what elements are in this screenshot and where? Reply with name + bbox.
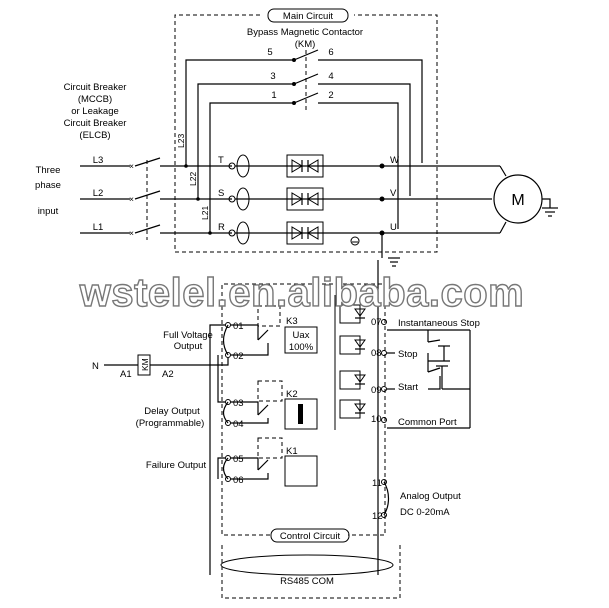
svg-text:(Programmable): (Programmable) (136, 418, 205, 429)
svg-text:KM: KM (140, 358, 150, 371)
rs485-block: RS485 COM (220, 545, 401, 599)
stop-label: Stop (398, 349, 418, 360)
svg-text:S: S (218, 188, 224, 199)
svg-text:01: 01 (233, 321, 244, 332)
svg-text:100%: 100% (289, 342, 314, 353)
svg-text:2: 2 (328, 90, 333, 101)
control-circuit-box: Control Circuit (221, 283, 386, 543)
svg-text:×: × (129, 161, 134, 171)
svg-text:08: 08 (371, 348, 382, 359)
start-label: Start (398, 382, 418, 393)
svg-text:05: 05 (233, 454, 244, 465)
phase-l3: L3 (93, 155, 104, 166)
main-circuit-title: Main Circuit (283, 11, 334, 22)
power-stage: T S R (218, 154, 507, 267)
svg-text:Circuit Breaker: Circuit Breaker (64, 118, 127, 129)
rs485-label: RS485 COM (280, 576, 334, 587)
svg-text:03: 03 (233, 398, 244, 409)
svg-text:K3: K3 (286, 316, 298, 327)
svg-text:(MCCB): (MCCB) (78, 94, 112, 105)
svg-text:K1: K1 (286, 446, 298, 457)
svg-text:11: 11 (372, 478, 382, 489)
breaker-label: Circuit Breaker (64, 82, 127, 93)
svg-text:×: × (129, 228, 134, 238)
svg-text:1: 1 (271, 90, 276, 101)
phase-l2: L2 (93, 188, 104, 199)
delay-output-label: Delay Output (144, 406, 200, 417)
svg-text:K2: K2 (286, 389, 298, 400)
svg-text:input: input (38, 206, 59, 217)
bypass-coil: N A1 A2 KM (92, 354, 229, 380)
full-voltage-label: Full Voltage (163, 330, 213, 341)
svg-text:DC 0-20mA: DC 0-20mA (400, 507, 450, 518)
relay-outputs: Full Voltage Output Delay Output (Progra… (136, 305, 318, 575)
contactor-code: (KM) (295, 39, 316, 50)
control-circuit-title: Control Circuit (280, 531, 341, 542)
svg-text:10: 10 (371, 414, 382, 425)
svg-text:6: 6 (328, 47, 333, 58)
analog-output: 11 12 Analog Output DC 0-20mA (372, 260, 461, 575)
svg-text:02: 02 (233, 351, 244, 362)
svg-text:L23: L23 (176, 134, 186, 148)
svg-text:06: 06 (233, 475, 244, 486)
motor: M (493, 174, 558, 224)
svg-text:4: 4 (328, 71, 333, 82)
svg-text:T: T (218, 155, 224, 166)
watermark: wstelel.en.alibaba.com (79, 271, 525, 315)
svg-text:R: R (218, 222, 225, 233)
failure-output-label: Failure Output (146, 460, 207, 471)
svg-text:A2: A2 (162, 369, 174, 380)
svg-text:N: N (92, 361, 99, 372)
svg-text:3: 3 (270, 71, 275, 82)
svg-text:09: 09 (371, 385, 382, 396)
svg-text:or Leakage: or Leakage (71, 106, 119, 117)
svg-text:12: 12 (372, 511, 383, 522)
svg-text:V: V (390, 188, 397, 199)
phase-l1: L1 (93, 222, 104, 233)
svg-text:Output: Output (174, 341, 203, 352)
svg-text:W: W (390, 155, 399, 166)
svg-text:L21: L21 (200, 206, 210, 220)
svg-text:Uax: Uax (293, 330, 310, 341)
svg-text:×: × (129, 194, 134, 204)
svg-text:L22: L22 (188, 172, 198, 186)
control-inputs: 07 08 09 10 Instantaneous Stop Stop Star… (334, 295, 480, 430)
analog-output-label: Analog Output (400, 491, 461, 502)
svg-text:07: 07 (371, 317, 382, 328)
supply-block: Circuit Breaker (MCCB) or Leakage Circui… (35, 82, 232, 240)
instantaneous-stop-label: Instantaneous Stop (398, 318, 480, 329)
main-circuit-box: Main Circuit Bypass Magnetic Contactor (… (174, 8, 438, 253)
motor-label: M (511, 192, 524, 209)
svg-text:04: 04 (233, 419, 244, 430)
bypass-contactor: 5 6 3 4 1 2 (185, 47, 423, 229)
svg-text:5: 5 (267, 47, 272, 58)
common-port-label: Common Port (398, 417, 457, 428)
supply-label: Three (36, 165, 61, 176)
contactor-label: Bypass Magnetic Contactor (247, 27, 363, 38)
svg-text:(ELCB): (ELCB) (79, 130, 110, 141)
svg-text:A1: A1 (120, 369, 132, 380)
svg-text:U: U (390, 222, 397, 233)
svg-text:phase: phase (35, 180, 61, 191)
